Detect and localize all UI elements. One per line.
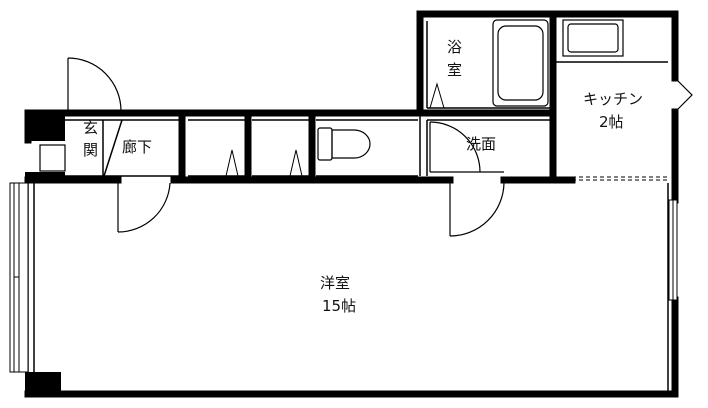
room-label-kitchen: キッチン 2帖 [583,90,643,131]
fold-door-marks [225,82,445,177]
western-label-line1: 洋室 [320,274,350,292]
room-label-bath: 浴 室 [447,38,462,79]
bathtub [492,19,549,107]
doors [39,57,693,237]
entrance-label-line2: 関 [83,141,98,159]
thin-walls [27,21,669,394]
washroom-label: 洗面 [466,135,496,153]
corridor-label: 廊下 [122,138,152,156]
western-label-line2: 15帖 [322,297,356,315]
room-label-western: 洋室 15帖 [320,274,356,315]
walls [24,10,679,398]
wall-blocks [25,113,65,397]
kitchen-label-line2: 2帖 [599,113,624,131]
bath-label-line2: 室 [447,61,462,79]
room-label-entrance: 玄 関 [83,119,98,159]
kitchen-label-line1: キッチン [583,90,643,108]
toilet [317,127,371,161]
window-left [9,182,29,373]
bath-label-line1: 浴 [447,38,462,56]
window-right [668,199,678,301]
entrance-label-line1: 玄 [83,119,98,137]
kitchen-sink [562,19,624,57]
